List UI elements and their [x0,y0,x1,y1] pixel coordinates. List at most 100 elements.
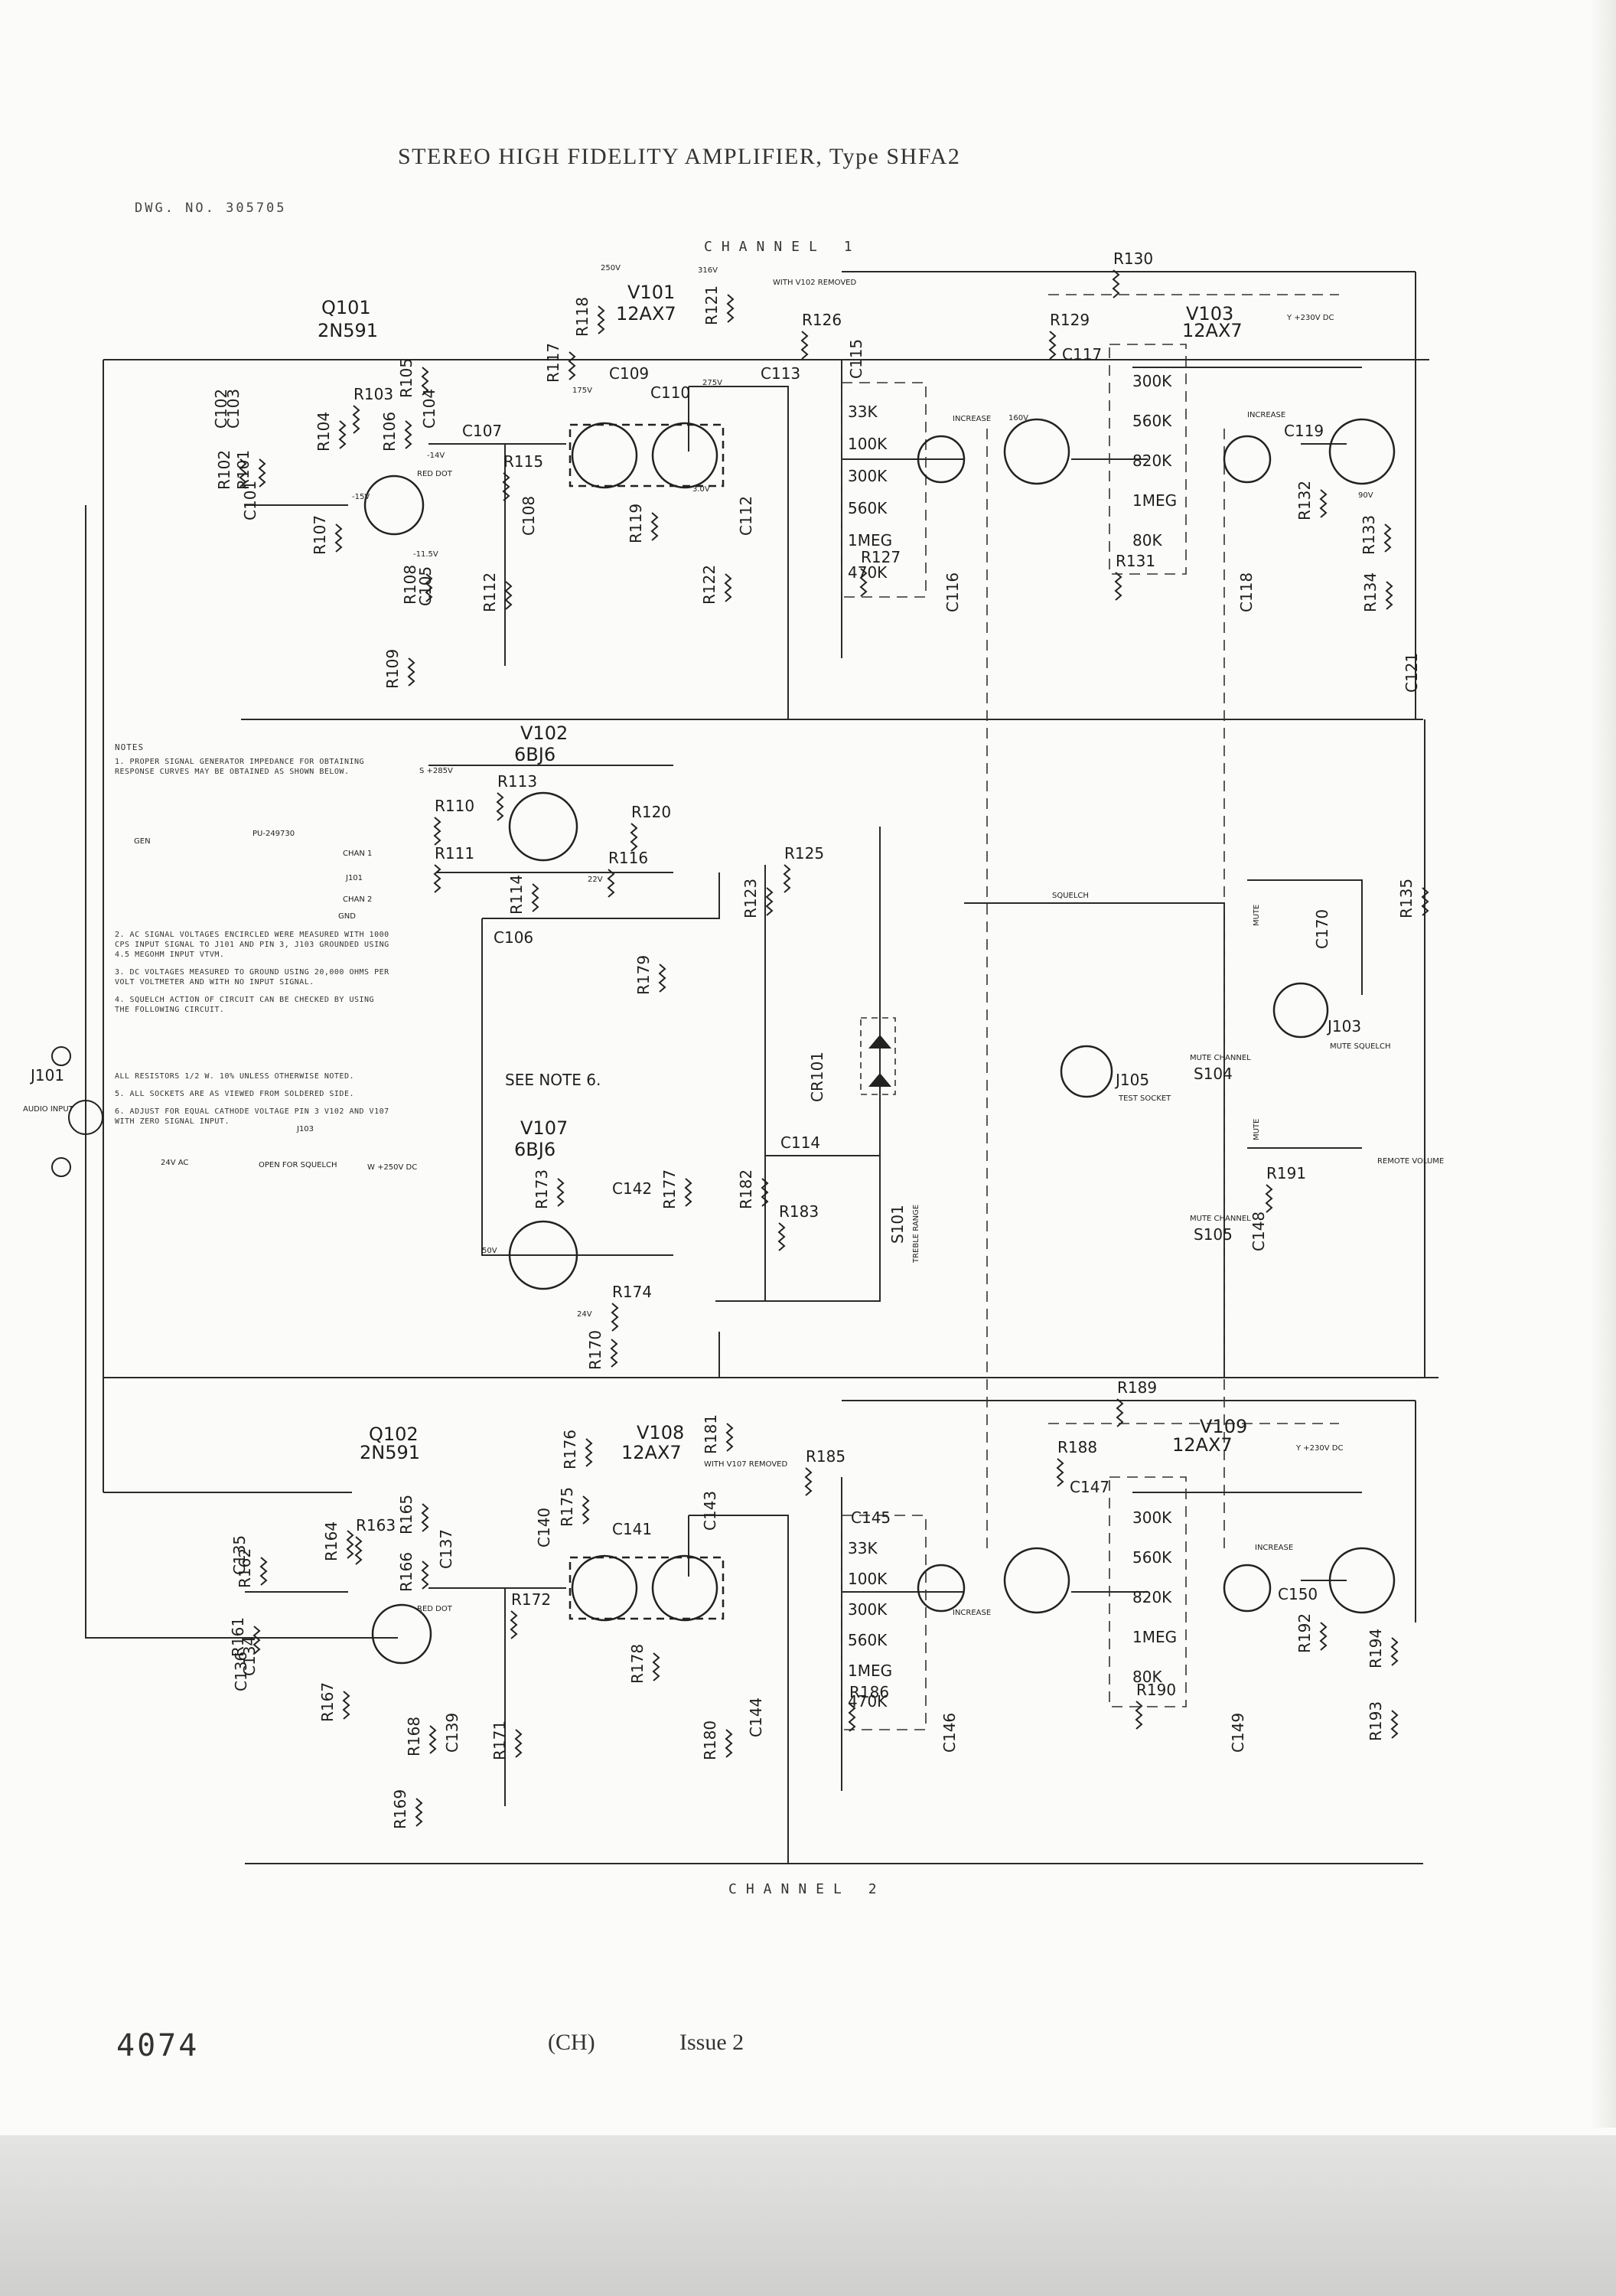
chan2-label: CHAN 2 [343,895,372,904]
resistor-ref: R103 [354,385,393,403]
resistor-symbol [1383,523,1392,553]
resistor-ref: R107 [311,515,329,555]
resistor-symbol [433,817,441,846]
resistor-symbol [433,864,441,893]
capacitor-ref: C117 [1062,345,1102,364]
capacitor-ref: C134 [240,1636,259,1676]
resistor-symbol [1048,331,1057,360]
capacitor-ref: C141 [612,1520,652,1538]
resistor-symbol [1385,581,1393,610]
resistor-ref: R164 [322,1521,340,1561]
bass-increase-label: INCREASE [1247,411,1285,419]
red-dot-label-ch2: RED DOT [417,1605,453,1613]
resistor-symbol [1056,1458,1064,1487]
resistor-symbol [415,1798,423,1827]
resistor-ref: R120 [631,803,671,821]
tone-tap-value: 300K [1132,1508,1172,1527]
v101-type: 12AX7 [616,303,676,325]
resistor-symbol [346,1530,354,1559]
tone-tap-value: 100K [848,1570,888,1588]
cr101-ref: CR101 [808,1052,826,1102]
resistor-symbol [504,581,513,610]
v109-type: 12AX7 [1172,1434,1233,1456]
capacitor-ref: C149 [1229,1713,1247,1753]
resistor-symbol [1421,887,1429,916]
v103b-symbol [1328,418,1396,485]
capacitor-ref: C108 [520,496,538,536]
mute-label-2: MUTE [1253,1119,1261,1140]
resistor-ref: R109 [383,649,402,689]
capacitor-ref: C170 [1313,909,1331,949]
bass-increase-label-ch2: INCREASE [1255,1544,1293,1552]
tone-tap-value: 100K [848,435,888,453]
resistor-ref: R101 [234,450,252,490]
volt-3: 3.0V [692,485,710,494]
capacitor-ref: C119 [1284,422,1324,440]
resistor-symbol [354,1536,363,1565]
capacitor-ref: C113 [761,364,800,383]
ac-24v-label: 24V AC [161,1159,188,1167]
mute-label-1: MUTE [1253,905,1261,926]
v108b-symbol [651,1554,718,1622]
resistor-symbol [650,512,659,541]
resistor-ref: R119 [627,504,645,543]
resistor-symbol [1390,1710,1399,1739]
resistor-ref: R115 [503,452,543,471]
resistor-ref: R172 [511,1590,551,1609]
resistor-symbol [582,1495,590,1525]
tone-tap-value: 820K [1132,1588,1172,1606]
resistor-symbol [510,1610,518,1639]
j101-connector [68,1100,103,1135]
resistor-ref: R189 [1117,1378,1157,1397]
resistor-symbol [428,1725,437,1754]
resistor-symbol [804,1467,813,1496]
resistor-ref: R134 [1361,572,1380,612]
tone-tap-value: 820K [1132,452,1172,470]
resistor-ref: R190 [1136,1681,1176,1699]
resistor-symbol [334,523,343,553]
v103-ref: V103 [1186,303,1233,325]
resistor-symbol [652,1652,660,1681]
resistor-symbol [1265,1184,1273,1213]
capacitor-ref: C148 [1249,1212,1268,1251]
capacitor-ref: C104 [420,389,438,429]
resistor-ref: R176 [561,1430,579,1469]
capacitor-ref: C109 [609,364,649,383]
resistor-ref: R193 [1367,1701,1385,1741]
resistor-symbol [724,573,732,602]
resistor-ref: R116 [608,849,648,867]
resistor-symbol [258,458,266,488]
resistor-symbol [1319,1622,1328,1651]
resistor-symbol [783,864,791,893]
chan1-label: CHAN 1 [343,850,372,858]
v103-type: 12AX7 [1182,320,1243,341]
notes-j101: J101 [345,874,363,882]
with-v107-removed: WITH V107 REMOVED [704,1460,787,1469]
resistor-symbol [761,1178,769,1207]
note-5: 5. All sockets are as viewed from solder… [115,1090,354,1098]
s105-ref: S105 [1194,1225,1233,1244]
resistor-ref: R183 [779,1202,819,1221]
j103-ref: J103 [1326,1017,1361,1035]
resistor-symbol [848,1703,856,1732]
volt-14: -14V [427,452,445,460]
resistor-symbol [607,869,615,898]
channel-1-label: CHANNEL 1 [704,239,862,255]
remote-volume-label: REMOTE VOLUME [1377,1157,1444,1166]
resistor-ref: R135 [1397,879,1416,918]
v109-ref: V109 [1200,1416,1247,1437]
v101-ref: V101 [627,282,675,303]
resistor-symbol [726,294,735,323]
tone-tap-value: 1MEG [848,1662,892,1680]
s105-label: MUTE CHANNEL [1190,1215,1251,1223]
input-line [85,505,398,1639]
note-2: 2. AC signal voltages encircled were mea… [115,931,389,959]
gen-label: GEN [134,837,151,846]
resistor-ref: R170 [586,1330,604,1370]
notes-j103: J103 [296,1125,314,1133]
resistor-ref: R180 [701,1720,719,1760]
capacitor-ref: C137 [437,1529,455,1569]
j103-socket [1272,982,1329,1039]
capacitor-ref: C140 [535,1508,553,1548]
